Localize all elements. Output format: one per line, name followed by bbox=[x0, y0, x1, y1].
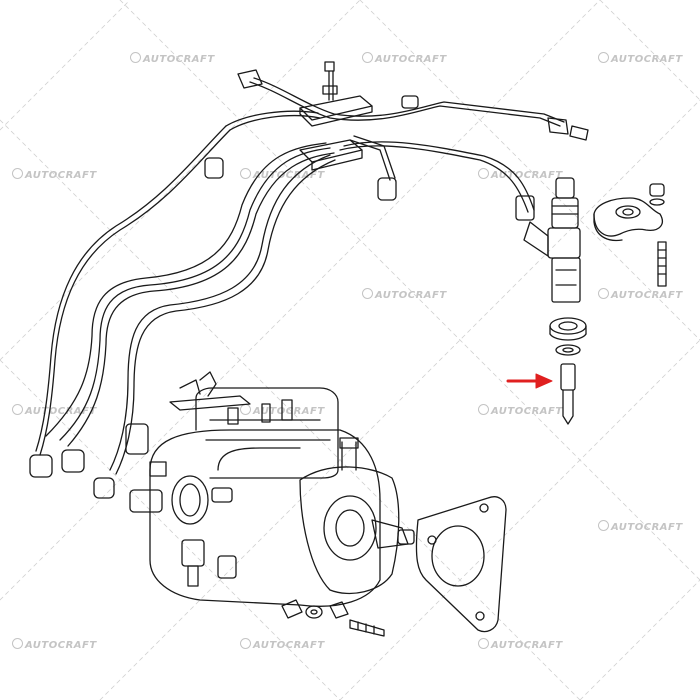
autocraft-logo-icon bbox=[478, 404, 489, 415]
autocraft-watermark: AUTOCRAFT bbox=[478, 638, 563, 651]
injector-sealing-washers bbox=[549, 317, 587, 356]
autocraft-watermark: AUTOCRAFT bbox=[478, 404, 563, 417]
autocraft-watermark: AUTOCRAFT bbox=[240, 638, 325, 651]
injection-pump-body bbox=[125, 371, 415, 607]
autocraft-logo-icon bbox=[478, 638, 489, 649]
pipe-union-nuts bbox=[29, 69, 589, 499]
autocraft-watermark: AUTOCRAFT bbox=[598, 52, 683, 65]
autocraft-logo-icon bbox=[598, 52, 609, 63]
autocraft-logo-icon bbox=[240, 168, 251, 179]
watermark-text: AUTOCRAFT bbox=[25, 170, 97, 181]
autocraft-watermark: AUTOCRAFT bbox=[12, 404, 97, 417]
watermark-text: AUTOCRAFT bbox=[25, 640, 97, 651]
watermark-text: AUTOCRAFT bbox=[253, 406, 325, 417]
autocraft-watermark: AUTOCRAFT bbox=[240, 168, 325, 181]
injector-nozzle-tip bbox=[560, 363, 576, 425]
autocraft-watermark: AUTOCRAFT bbox=[12, 168, 97, 181]
autocraft-logo-icon bbox=[240, 638, 251, 649]
pump-mounting-hardware bbox=[281, 599, 385, 637]
watermark-text: AUTOCRAFT bbox=[253, 640, 325, 651]
autocraft-watermark: AUTOCRAFT bbox=[478, 168, 563, 181]
autocraft-watermark: AUTOCRAFT bbox=[598, 288, 683, 301]
watermark-text: AUTOCRAFT bbox=[491, 406, 563, 417]
autocraft-logo-icon bbox=[362, 288, 373, 299]
watermark-text: AUTOCRAFT bbox=[611, 522, 683, 533]
autocraft-watermark: AUTOCRAFT bbox=[362, 288, 447, 301]
injector-body bbox=[515, 177, 581, 303]
watermark-text: AUTOCRAFT bbox=[491, 640, 563, 651]
autocraft-watermark: AUTOCRAFT bbox=[12, 638, 97, 651]
top-banjo-bolt bbox=[322, 61, 338, 101]
watermark-text: AUTOCRAFT bbox=[253, 170, 325, 181]
clamp-stud-and-nuts bbox=[649, 183, 667, 287]
watermark-text: AUTOCRAFT bbox=[143, 54, 215, 65]
watermark-text: AUTOCRAFT bbox=[25, 406, 97, 417]
watermark-text: AUTOCRAFT bbox=[491, 170, 563, 181]
autocraft-logo-icon bbox=[12, 404, 23, 415]
autocraft-logo-icon bbox=[130, 52, 141, 63]
injector-clamp-plate bbox=[593, 197, 663, 242]
watermark-text: AUTOCRAFT bbox=[375, 290, 447, 301]
autocraft-logo-icon bbox=[598, 520, 609, 531]
autocraft-logo-icon bbox=[12, 638, 23, 649]
autocraft-logo-icon bbox=[12, 168, 23, 179]
watermark-text: AUTOCRAFT bbox=[611, 54, 683, 65]
autocraft-logo-icon bbox=[478, 168, 489, 179]
autocraft-logo-icon bbox=[598, 288, 609, 299]
watermark-text: AUTOCRAFT bbox=[375, 54, 447, 65]
autocraft-logo-icon bbox=[362, 52, 373, 63]
autocraft-watermark: AUTOCRAFT bbox=[362, 52, 447, 65]
autocraft-watermark: AUTOCRAFT bbox=[598, 520, 683, 533]
pump-mounting-gasket bbox=[415, 496, 507, 633]
watermark-text: AUTOCRAFT bbox=[611, 290, 683, 301]
autocraft-watermark: AUTOCRAFT bbox=[130, 52, 215, 65]
injector-pipes bbox=[35, 77, 565, 475]
pipe-clamp-top bbox=[299, 95, 373, 127]
highlight-arrow bbox=[506, 373, 553, 389]
pipe-clamp-middle bbox=[299, 139, 363, 171]
